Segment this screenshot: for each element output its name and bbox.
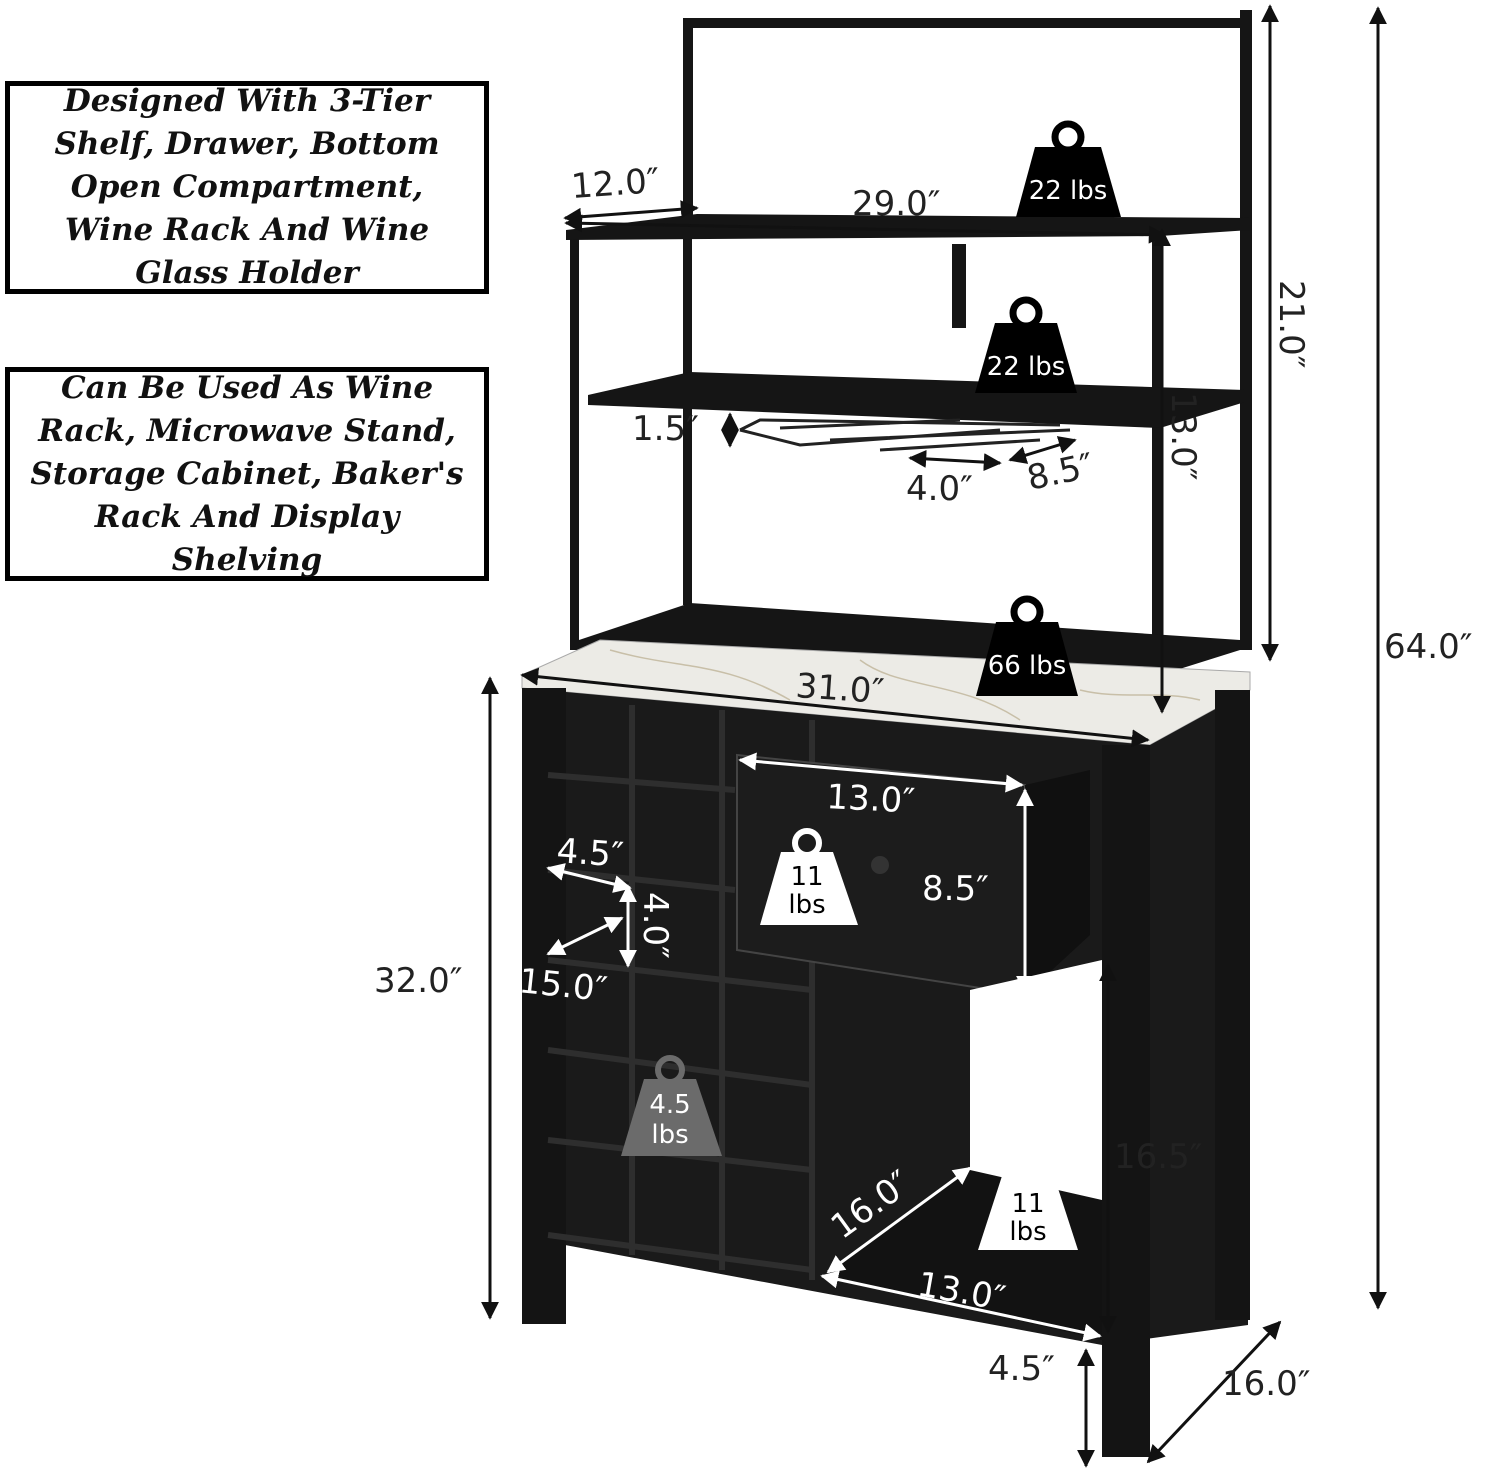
weight-label-middle-shelf: 22 lbs [987, 352, 1066, 382]
dim-total-height: 64.0″ [1384, 627, 1472, 667]
usage-callout: Can Be Used As Wine Rack, Microwave Stan… [5, 367, 489, 581]
weight-label-drawer-1: 11 [790, 862, 823, 892]
dim-leg-height: 4.5″ [988, 1349, 1055, 1389]
dim-top-shelf-width: 29.0″ [852, 184, 940, 224]
middle-shelf [588, 372, 1245, 428]
dim-cabinet-depth: 16.0″ [1222, 1364, 1310, 1404]
weight-icon: 4.5 lbs [621, 1055, 722, 1156]
dim-shelf-spacing: 13.0″ [1163, 392, 1203, 480]
weight-icon: 11 lbs [760, 828, 858, 925]
weight-label-wine-cell-1: 4.5 [649, 1090, 690, 1120]
dim-countertop-width: 31.0″ [794, 666, 885, 712]
feature-callout-text: Designed With 3-Tier Shelf, Drawer, Bott… [54, 83, 440, 291]
dim-wine-cell-width: 4.5″ [555, 831, 624, 876]
dim-wine-cell-height: 4.0″ [635, 892, 675, 959]
drawer-knob[interactable] [871, 856, 889, 874]
glass-holder [739, 418, 1071, 452]
weight-icon: 66 lbs [976, 595, 1078, 696]
dimension-lines [481, 4, 1387, 1468]
weight-label-wine-cell-2: lbs [651, 1120, 688, 1150]
drawer-side [1025, 770, 1090, 995]
hanging-strap [952, 244, 966, 328]
weight-icon: 22 lbs [1016, 120, 1121, 217]
usage-callout-text: Can Be Used As Wine Rack, Microwave Stan… [30, 369, 464, 578]
dim-glass-slot-width: 4.0″ [906, 469, 973, 509]
weight-label-countertop: 66 lbs [988, 651, 1067, 681]
weight-label-bottom-shelf-2: lbs [1009, 1217, 1046, 1247]
weight-icon: 11 lbs [978, 1152, 1078, 1250]
weight-label-top-shelf: 22 lbs [1029, 176, 1108, 206]
dim-wine-cell-depth: 15.0″ [517, 961, 609, 1010]
dim-top-shelf-depth: 12.0″ [570, 161, 661, 207]
dim-upper-height: 21.0″ [1271, 280, 1311, 368]
dim-cabinet-height: 32.0″ [374, 961, 462, 1001]
upper-frame [570, 10, 1252, 710]
dim-drawer-height: 8.5″ [922, 869, 989, 909]
weight-label-bottom-shelf-1: 11 [1011, 1189, 1044, 1219]
dim-open-compartment-height: 16.5″ [1114, 1137, 1202, 1177]
dim-glass-holder-height: 1.5″ [632, 409, 699, 449]
dim-drawer-width: 13.0″ [826, 777, 916, 822]
weight-icon: 22 lbs [975, 296, 1077, 393]
weight-label-drawer-2: lbs [788, 890, 825, 920]
back-leg-right [1215, 690, 1250, 1320]
feature-callout: Designed With 3-Tier Shelf, Drawer, Bott… [5, 81, 489, 294]
front-leg-left [522, 688, 566, 1324]
